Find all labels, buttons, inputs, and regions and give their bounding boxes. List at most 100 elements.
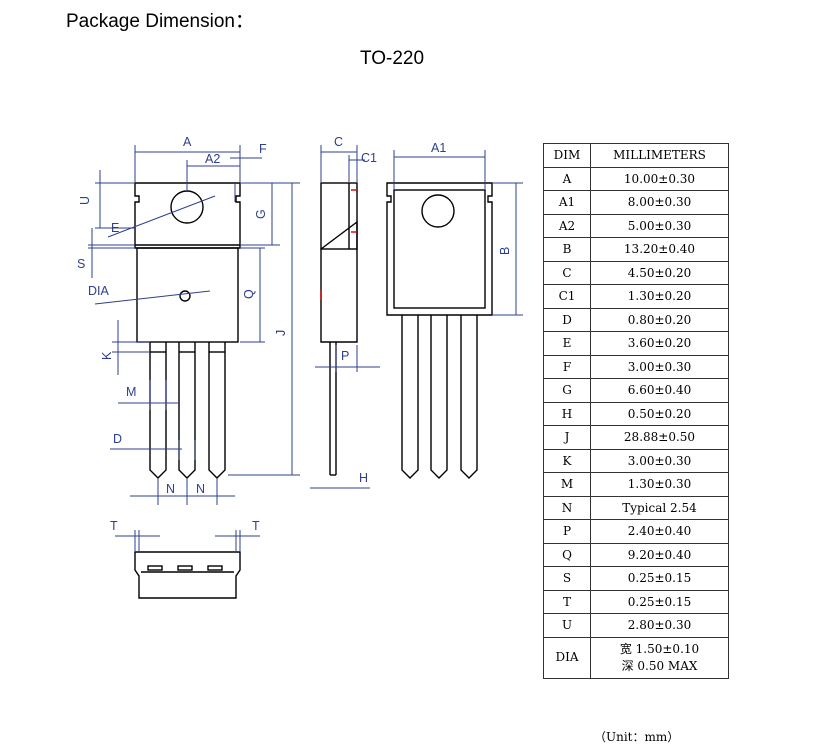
table-cell-dim: B — [543, 237, 591, 262]
label-a1: A1 — [431, 141, 446, 155]
table-header-row: DIM MILLIMETERS — [543, 143, 729, 168]
table-cell-value: 13.20±0.40 — [590, 237, 729, 262]
table-cell-dim: J — [543, 425, 591, 450]
table-cell-dim: C — [543, 260, 591, 285]
table-cell-dim: M — [543, 472, 591, 497]
table-cell-value: 10.00±0.30 — [590, 166, 729, 191]
package-outline-drawing: A A2 F U E G S DIA Q J K M D N N C C1 P … — [77, 135, 523, 599]
table-cell-dim: D — [543, 307, 591, 332]
table-cell-value: 1.30±0.20 — [590, 284, 729, 309]
table-cell-value: 4.50±0.20 — [590, 260, 729, 285]
label-a2: A2 — [205, 152, 220, 166]
table-cell-value: 2.80±0.30 — [590, 613, 729, 638]
label-k: K — [100, 351, 114, 360]
page-title: Package Dimension： — [66, 11, 254, 32]
label-b: B — [498, 247, 512, 255]
table-cell-value: 0.25±0.15 — [590, 589, 729, 614]
label-p: P — [341, 349, 349, 363]
table-cell-dim: G — [543, 378, 591, 403]
label-j: J — [274, 330, 288, 336]
table-cell-value: 0.80±0.20 — [590, 307, 729, 332]
table-cell-dim: C1 — [543, 284, 591, 309]
table-cell-dim: S — [543, 566, 591, 591]
dia-width-value: 宽 1.50±0.10 — [619, 641, 700, 656]
label-q: Q — [242, 289, 256, 299]
unit-note: （Unit：mm） — [594, 730, 680, 744]
label-m: M — [126, 385, 136, 399]
dia-depth-value: 深 0.50 MAX — [621, 658, 698, 673]
back-tab-outline — [386, 182, 493, 316]
table-cell-value: 0.50±0.20 — [590, 401, 729, 426]
side-body — [320, 220, 358, 343]
table-cell-dim: E — [543, 331, 591, 356]
table-cell-value: 2.40±0.40 — [590, 519, 729, 544]
table-cell-dim: H — [543, 401, 591, 426]
dimple — [179, 290, 191, 302]
table-cell-dim: P — [543, 519, 591, 544]
table-cell-value: 3.60±0.20 — [590, 331, 729, 356]
label-t2: T — [252, 519, 260, 533]
table-cell-value: 0.25±0.15 — [590, 566, 729, 591]
table-cell-value: 宽 1.50±0.10 深 0.50 MAX — [590, 636, 729, 679]
table-cell-dim: N — [543, 495, 591, 520]
table-cell-value: Typical 2.54 — [590, 495, 729, 520]
label-h: H — [359, 471, 368, 485]
label-c1: C1 — [361, 151, 377, 165]
table-cell-dim: A2 — [543, 213, 591, 238]
label-f: F — [259, 142, 267, 156]
label-n1: N — [166, 482, 175, 496]
label-t1: T — [110, 519, 118, 533]
table-cell-value: 9.20±0.40 — [590, 542, 729, 567]
front-tab-outline — [134, 182, 241, 249]
table-cell-dim: K — [543, 448, 591, 473]
table-row-dia: DIA 宽 1.50±0.10 深 0.50 MAX — [543, 636, 729, 679]
mounting-hole — [170, 190, 204, 224]
table-cell-value: 3.00±0.30 — [590, 448, 729, 473]
table-cell-value: 8.00±0.30 — [590, 190, 729, 215]
label-e: E — [111, 221, 119, 235]
label-s: S — [77, 257, 85, 271]
table-cell-value: 1.30±0.30 — [590, 472, 729, 497]
back-mounting-hole — [421, 194, 455, 228]
front-body — [136, 247, 239, 343]
table-cell-dim: A — [543, 166, 591, 191]
table-cell-dim: Q — [543, 542, 591, 567]
label-d: D — [113, 432, 122, 446]
table-cell-dim: U — [543, 613, 591, 638]
table-cell-dim: F — [543, 354, 591, 379]
label-dia: DIA — [88, 284, 110, 298]
table-cell-dim: T — [543, 589, 591, 614]
table-cell-dim: A1 — [543, 190, 591, 215]
label-a: A — [183, 135, 192, 149]
label-g: G — [254, 209, 268, 219]
table-cell-value: 5.00±0.30 — [590, 213, 729, 238]
bottom-view-outline — [134, 551, 241, 599]
label-u: U — [78, 196, 92, 205]
table-cell-value: 6.60±0.40 — [590, 378, 729, 403]
table-cell-value: 3.00±0.30 — [590, 354, 729, 379]
table-cell-value: 28.88±0.50 — [590, 425, 729, 450]
label-n2: N — [196, 482, 205, 496]
header-dim: DIM — [543, 143, 591, 168]
table-cell-dim: DIA — [543, 636, 591, 679]
